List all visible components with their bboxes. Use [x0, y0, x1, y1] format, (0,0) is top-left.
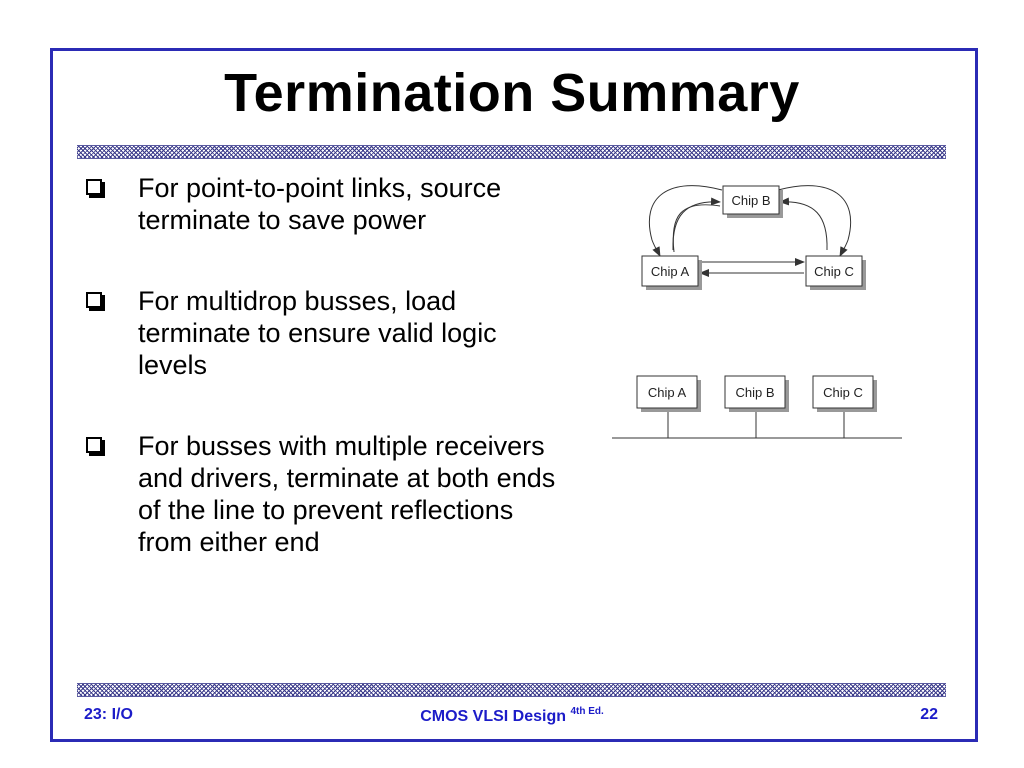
point-to-point-diagram: Chip B Chip A Chip C	[641, 185, 866, 290]
footer-course-name: CMOS VLSI Design	[420, 708, 566, 725]
curve-a-to-b-arrow	[672, 197, 721, 251]
bullet-text: For point-to-point links, source termina…	[138, 173, 502, 235]
curve-a-to-b-inner	[672, 204, 721, 253]
chip-a-box	[641, 255, 699, 287]
footer-course-title: CMOS VLSI Design 4th Ed.	[0, 706, 1024, 726]
curve-c-to-b-arrow	[779, 197, 828, 251]
checkbox-bullet-icon	[86, 179, 102, 195]
chip-c-box	[805, 255, 863, 287]
chip-c-label: Chip C	[814, 264, 854, 279]
chip-c-box	[812, 375, 874, 409]
chip-b-box	[724, 375, 786, 409]
bullet-text: For busses with multiple receivers and d…	[138, 431, 556, 557]
bullet-text: For multidrop busses, load terminate to …	[138, 286, 497, 380]
chip-b-box	[722, 185, 780, 215]
chip-b-label: Chip B	[731, 193, 770, 208]
top-divider	[77, 145, 946, 159]
chip-b-label: Chip B	[735, 385, 774, 400]
bullet-item: For busses with multiple receivers and d…	[84, 430, 564, 558]
bullet-item: For multidrop busses, load terminate to …	[84, 285, 564, 381]
curve-b-to-c-outer	[777, 185, 852, 257]
bottom-divider	[77, 683, 946, 697]
chip-a-label: Chip A	[651, 264, 690, 279]
slide-title: Termination Summary	[224, 63, 800, 123]
bullet-list: For point-to-point links, source termina…	[84, 172, 564, 558]
chip-c-label: Chip C	[823, 385, 863, 400]
footer-edition: 4th Ed.	[570, 706, 604, 717]
chip-a-label: Chip A	[648, 385, 687, 400]
bullet-item: For point-to-point links, source termina…	[84, 172, 564, 236]
chip-a-box	[636, 375, 698, 409]
checkbox-bullet-icon	[86, 292, 102, 308]
checkbox-bullet-icon	[86, 437, 102, 453]
page-number: 22	[920, 706, 938, 723]
multidrop-diagram: Chip A Chip B Chip C	[612, 375, 902, 439]
curve-b-to-a-outer	[648, 185, 723, 257]
footer-chapter: 23: I/O	[84, 706, 133, 723]
